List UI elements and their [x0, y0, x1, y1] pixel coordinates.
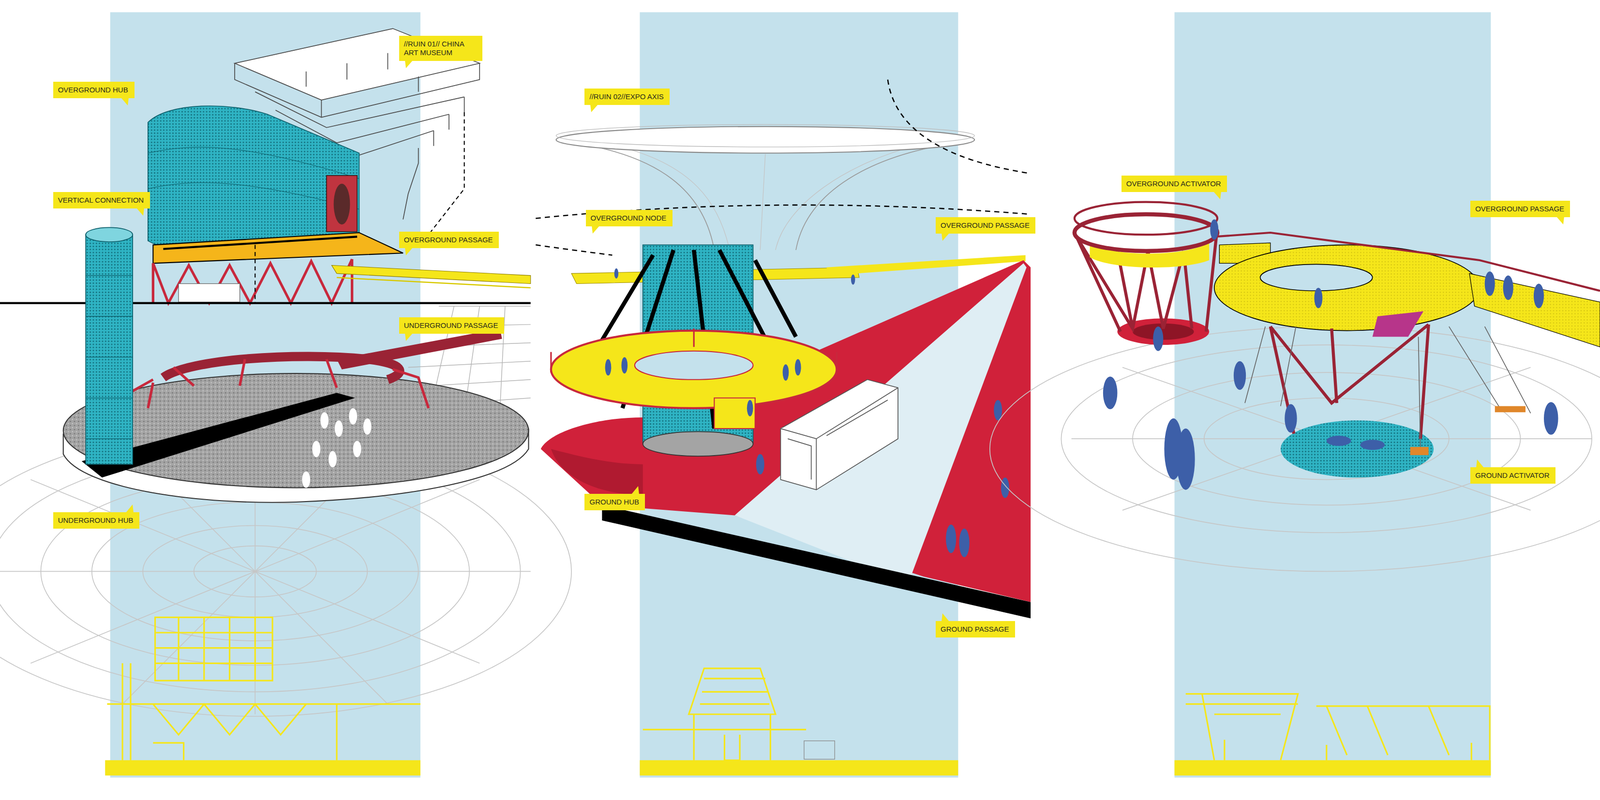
callout-tail — [404, 247, 413, 256]
callout-tail — [120, 97, 129, 106]
callout-pointer — [136, 208, 145, 216]
callout-tag: //RUIN 01// CHINA ART MUSEUM — [399, 35, 483, 61]
callout-tag: UNDERGROUND HUB — [53, 512, 140, 529]
callout-pointer — [591, 225, 600, 234]
callout-tag: OVERGROUND PASSAGE — [935, 217, 1036, 234]
callout-pointer — [404, 247, 413, 256]
callout-text: GROUND HUB — [589, 497, 641, 507]
callout-text: //RUIN 02//EXPO AXIS — [589, 92, 665, 102]
callout-tag: OVERGROUND HUB — [53, 81, 135, 99]
callout-tag: OVERGROUND PASSAGE — [399, 231, 499, 249]
callout-text: GROUND ACTIVATOR — [1475, 471, 1551, 480]
callout-tail — [1556, 216, 1565, 225]
callout-pointer — [1213, 191, 1222, 200]
callout-pointer — [120, 97, 129, 106]
callout-pointer — [404, 333, 413, 342]
callout-pointer — [631, 486, 640, 495]
ruin-01-illustration — [0, 28, 572, 776]
callout-pointer — [125, 504, 134, 513]
callout-tail — [941, 613, 950, 622]
callout-pointer — [1476, 459, 1484, 468]
callout-tag: GROUND HUB — [584, 493, 645, 511]
callout-tag: //RUIN 02//EXPO AXIS — [584, 88, 670, 105]
activator-illustration — [989, 202, 1600, 777]
callout-tag: UNDERGROUND PASSAGE — [399, 317, 505, 334]
callout-tag: VERTICAL CONNECTION — [53, 192, 150, 209]
callout-tail — [631, 486, 640, 495]
callout-pointer — [941, 613, 950, 622]
callout-tag: GROUND ACTIVATOR — [1470, 467, 1556, 484]
callout-text: UNDERGROUND HUB — [58, 516, 135, 525]
callout-tag: OVERGROUND NODE — [585, 209, 673, 227]
callout-text: GROUND PASSAGE — [940, 625, 1011, 634]
callout-tail — [404, 333, 413, 342]
callout-text: UNDERGROUND PASSAGE — [403, 321, 500, 330]
callout-text: VERTICAL CONNECTION — [58, 195, 146, 205]
callout-tail — [125, 504, 134, 513]
callout-text: //RUIN 01// CHINA ART MUSEUM — [403, 39, 477, 58]
callout-tag: OVERGROUND PASSAGE — [1470, 200, 1571, 218]
callout-pointer — [404, 60, 413, 69]
callout-text: OVERGROUND NODE — [590, 213, 668, 223]
callout-tail — [941, 233, 950, 242]
callout-tail — [591, 225, 600, 235]
callout-text: OVERGROUND PASSAGE — [1475, 204, 1566, 214]
callout-pointer — [590, 104, 599, 113]
callout-pointer — [941, 233, 950, 241]
ruin-02-illustration — [535, 79, 1031, 777]
callout-tag: GROUND PASSAGE — [935, 621, 1016, 638]
callout-tail — [1476, 459, 1484, 468]
callout-tail — [1213, 191, 1222, 200]
callout-pointer — [1556, 216, 1565, 225]
callout-text: OVERGROUND PASSAGE — [940, 221, 1031, 230]
callout-text: OVERGROUND PASSAGE — [403, 235, 494, 245]
callout-text: OVERGROUND ACTIVATOR — [1126, 179, 1223, 189]
callout-tail — [404, 60, 413, 69]
callout-tail — [136, 208, 145, 217]
callout-tag: OVERGROUND ACTIVATOR — [1121, 175, 1227, 193]
callout-text: OVERGROUND HUB — [58, 85, 130, 95]
callout-tail — [590, 104, 599, 113]
